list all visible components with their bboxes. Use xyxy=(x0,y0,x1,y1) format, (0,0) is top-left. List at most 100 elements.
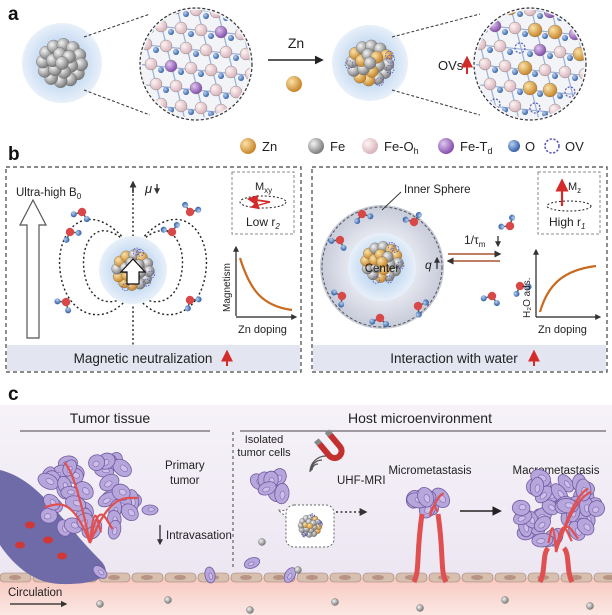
circulating-nanoparticle xyxy=(586,602,594,610)
water-molecule xyxy=(354,209,374,225)
inner-sphere-label: Inner Sphere xyxy=(404,184,471,196)
tumor-cell xyxy=(111,483,131,501)
vessel-branch xyxy=(554,526,573,553)
tau-label: 1/τ xyxy=(464,233,479,247)
feeding-vessel xyxy=(537,546,551,584)
legend-o-icon xyxy=(508,140,520,152)
water-molecule xyxy=(402,211,422,227)
atom-legend: Zn Fe Fe-Oh Fe-Td O OV xyxy=(240,138,584,156)
water-ads-ylabel: H₂O ads. xyxy=(522,277,533,318)
nanoparticle-cluster xyxy=(297,513,323,538)
svg-text:1/τm: 1/τm xyxy=(464,233,486,249)
feeding-vessel xyxy=(435,513,449,584)
tumor-cell xyxy=(243,557,261,569)
tumor-cell xyxy=(257,481,277,496)
circulating-nanoparticle xyxy=(246,606,254,614)
tumor-cell xyxy=(531,532,554,548)
mxy-inset: Mxy Low r2 xyxy=(231,171,295,235)
legend-zn-icon xyxy=(240,138,256,154)
panel-label-a: a xyxy=(8,4,19,25)
circulating-nanoparticle xyxy=(164,596,172,604)
reagent-label: Zn xyxy=(288,35,304,51)
mu-label: μ xyxy=(144,181,152,196)
red-blood-cell xyxy=(25,521,35,529)
circulating-nanoparticle xyxy=(96,600,104,608)
tumor-cell xyxy=(534,515,551,532)
svg-text:Low r2: Low r2 xyxy=(246,215,280,231)
vessel-branch xyxy=(44,503,92,544)
tumor-cell xyxy=(37,472,59,490)
magnetism-mini-chart: Magnetism Zn doping xyxy=(222,245,298,336)
tumor-cell xyxy=(588,500,605,517)
dipole-field-lines xyxy=(58,185,208,345)
zn-doping-arrow: Zn xyxy=(268,35,324,92)
water-molecule xyxy=(498,214,516,231)
signal-waves-icon xyxy=(309,455,327,473)
center-label: Center xyxy=(365,263,400,275)
moment-arrow-icon xyxy=(119,258,147,285)
tumor-cell xyxy=(283,567,297,583)
tumor-cell xyxy=(120,503,139,522)
field-label: Ultra-high B xyxy=(16,187,77,199)
nanoparticle-cluster xyxy=(344,39,395,87)
panel-c-metastasis: Tumor tissue Host microenvironment Prima… xyxy=(0,405,612,615)
circulating-nanoparticle xyxy=(294,566,302,574)
tumor-cell xyxy=(107,519,122,540)
vessel-branch xyxy=(63,461,92,544)
primary-tumor-line2: tumor xyxy=(170,475,200,487)
water-molecule xyxy=(413,299,429,318)
mz-label: M xyxy=(568,181,577,193)
tumor-cell xyxy=(204,566,216,584)
undoped-nanoparticle xyxy=(22,23,102,103)
water-molecule xyxy=(480,291,500,307)
micro-label: Micrometastasis xyxy=(388,465,471,477)
lattice-zoom-doped xyxy=(473,7,587,121)
footer-magnetic: Magnetic neutralization xyxy=(74,351,213,366)
nanoparticle-cluster xyxy=(36,38,88,88)
svg-text:Mz: Mz xyxy=(568,181,581,195)
tumor-cell xyxy=(576,517,595,536)
nanoparticle-cluster xyxy=(360,241,405,284)
water-ads-mini-chart: H₂O ads. Zn doping xyxy=(522,248,602,336)
circulation-label: Circulation xyxy=(8,587,62,599)
svg-text:Mxy: Mxy xyxy=(255,181,272,195)
legend-fe: Fe xyxy=(330,139,345,154)
water-molecule xyxy=(63,227,82,243)
tumor-vessel xyxy=(0,470,106,585)
panel-label-c: c xyxy=(8,384,19,405)
magnet-icon xyxy=(314,429,345,462)
tumor-cell xyxy=(92,565,108,579)
isolated-line1: Isolated xyxy=(245,434,284,446)
vessel-branch xyxy=(88,496,138,544)
legend-fetd-icon xyxy=(438,138,454,154)
legend-zn: Zn xyxy=(262,139,277,154)
tumor-cell xyxy=(88,454,106,471)
water-molecule xyxy=(184,295,202,312)
isolated-line2: tumor cells xyxy=(237,447,291,459)
vessel-branch xyxy=(88,514,103,544)
low-r2-label: Low r xyxy=(246,215,275,229)
legend-fetd: Fe-T xyxy=(460,139,488,154)
zoom-line xyxy=(83,89,151,116)
tumor-tissue-title: Tumor tissue xyxy=(70,410,151,426)
tumor-cell xyxy=(417,486,435,508)
water-molecule xyxy=(513,281,532,297)
legend-feoh-icon xyxy=(362,138,378,154)
legend-ov: OV xyxy=(565,139,584,154)
primary-tumor-line1: Primary xyxy=(165,460,205,472)
blood-vessel xyxy=(0,578,612,615)
legend-o: O xyxy=(525,139,535,154)
water-molecule xyxy=(70,207,90,223)
panel-label-b: b xyxy=(8,144,20,165)
host-title: Host microenvironment xyxy=(348,410,492,426)
lattice-zoom-undoped xyxy=(139,7,253,121)
svg-text:High r1: High r1 xyxy=(549,215,585,231)
tumor-cell xyxy=(141,504,159,516)
tumor-cell xyxy=(75,481,94,500)
svg-text:Ultra-high B0: Ultra-high B0 xyxy=(16,187,82,201)
mz-inset: Mz High r1 xyxy=(537,171,601,235)
red-blood-cell xyxy=(43,536,53,544)
q-label: q xyxy=(425,258,432,272)
circulating-nanoparticle xyxy=(416,604,424,612)
